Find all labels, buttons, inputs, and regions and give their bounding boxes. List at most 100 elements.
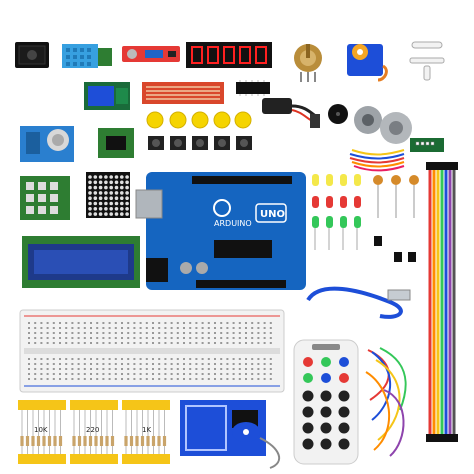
breadboard-hole: [71, 363, 74, 365]
breadboard-hole: [152, 332, 154, 334]
matrix-dot: [114, 175, 119, 179]
breadboard-hole: [245, 378, 247, 380]
breadboard-hole: [251, 373, 254, 375]
breadboard-hole: [152, 378, 154, 380]
breadboard-hole: [158, 332, 161, 334]
breadboard-hole: [238, 373, 241, 375]
matrix-dot: [120, 191, 124, 195]
breadboard-hole: [96, 378, 99, 380]
breadboard-hole: [77, 337, 80, 339]
breadboard-hole: [152, 322, 154, 324]
breadboard-hole: [238, 378, 241, 380]
resistor-body: [105, 436, 109, 446]
breadboard-hole: [195, 358, 198, 360]
breadboard-hole: [102, 332, 105, 334]
breadboard-hole: [183, 342, 185, 344]
breadboard-hole: [251, 358, 254, 360]
breadboard-hole: [71, 327, 74, 329]
breadboard-hole: [28, 373, 30, 375]
breadboard-hole: [46, 373, 49, 375]
breadboard-hole: [96, 322, 99, 324]
breadboard-hole: [195, 363, 198, 365]
matrix-dot: [125, 201, 129, 206]
stepper-motor-icon: [354, 106, 444, 152]
breadboard-hole: [251, 363, 254, 365]
breadboard-hole: [214, 327, 216, 329]
breadboard-hole: [127, 378, 130, 380]
breadboard-hole: [108, 363, 111, 365]
breadboard-hole: [201, 378, 204, 380]
remote-key: [302, 422, 314, 434]
breadboard-hole: [183, 378, 185, 380]
breadboard-hole: [40, 327, 43, 329]
breadboard-hole: [102, 322, 105, 324]
matrix-dot: [125, 185, 129, 190]
breadboard-hole: [40, 363, 43, 365]
breadboard-hole: [269, 363, 272, 365]
breadboard-hole: [207, 378, 210, 380]
matrix-dot: [114, 201, 119, 206]
breadboard-hole: [269, 368, 272, 370]
breadboard-hole: [90, 342, 92, 344]
breadboard-hole: [269, 373, 272, 375]
remote-key: [321, 357, 331, 367]
matrix-dot: [120, 185, 124, 190]
breadboard-hole: [121, 378, 123, 380]
breadboard-hole: [176, 337, 179, 339]
breadboard-hole: [59, 368, 61, 370]
breadboard-hole: [52, 327, 55, 329]
breadboard-hole: [245, 363, 247, 365]
remote-key: [338, 406, 350, 418]
breadboard-hole: [232, 342, 235, 344]
breadboard-hole: [65, 378, 68, 380]
matrix-dot: [125, 180, 129, 185]
breadboard-hole: [83, 363, 86, 365]
remote-key: [320, 422, 332, 434]
breadboard-hole: [170, 342, 173, 344]
resistor-body: [99, 436, 104, 446]
matrix-dot: [109, 196, 113, 200]
breadboard-hole: [71, 373, 74, 375]
breadboard-hole: [183, 358, 185, 360]
breadboard-hole: [133, 373, 136, 375]
breadboard-hole: [183, 332, 185, 334]
breadboard-hole: [238, 337, 241, 339]
seven-segment-display-icon: [186, 42, 272, 68]
breadboard-hole: [220, 337, 223, 339]
breadboard-hole: [152, 373, 154, 375]
breadboard-hole: [46, 332, 49, 334]
breadboard-hole: [189, 322, 192, 324]
breadboard-hole: [121, 327, 123, 329]
breadboard-hole: [121, 322, 123, 324]
breadboard-hole: [96, 337, 99, 339]
breadboard-hole: [145, 337, 148, 339]
breadboard-hole: [83, 373, 86, 375]
dupont-wire-bundle: [426, 162, 458, 442]
matrix-dot: [93, 191, 98, 195]
breadboard-hole: [77, 322, 80, 324]
breadboard-hole: [127, 363, 130, 365]
resistor-body: [94, 436, 98, 446]
breadboard-hole: [176, 358, 179, 360]
breadboard: [19, 309, 285, 393]
breadboard-hole: [238, 358, 241, 360]
breadboard-hole: [127, 332, 130, 334]
breadboard-hole: [108, 342, 111, 344]
resistor-tapes: 10K 220 1K: [18, 400, 170, 464]
breadboard-hole: [83, 368, 86, 370]
breadboard-hole: [207, 322, 210, 324]
breadboard-hole: [189, 337, 192, 339]
breadboard-hole: [263, 327, 266, 329]
breadboard-hole: [46, 337, 49, 339]
breadboard-hole: [214, 337, 216, 339]
breadboard-hole: [121, 342, 123, 344]
breadboard-hole: [232, 363, 235, 365]
resistor-body: [88, 436, 93, 446]
potentiometer-icon: [294, 44, 322, 82]
green-driver-module: [98, 128, 134, 158]
breadboard-hole: [152, 363, 154, 365]
resistor-body: [31, 436, 35, 446]
breadboard-hole: [226, 327, 229, 329]
breadboard-hole: [52, 337, 55, 339]
breadboard-hole: [170, 373, 173, 375]
